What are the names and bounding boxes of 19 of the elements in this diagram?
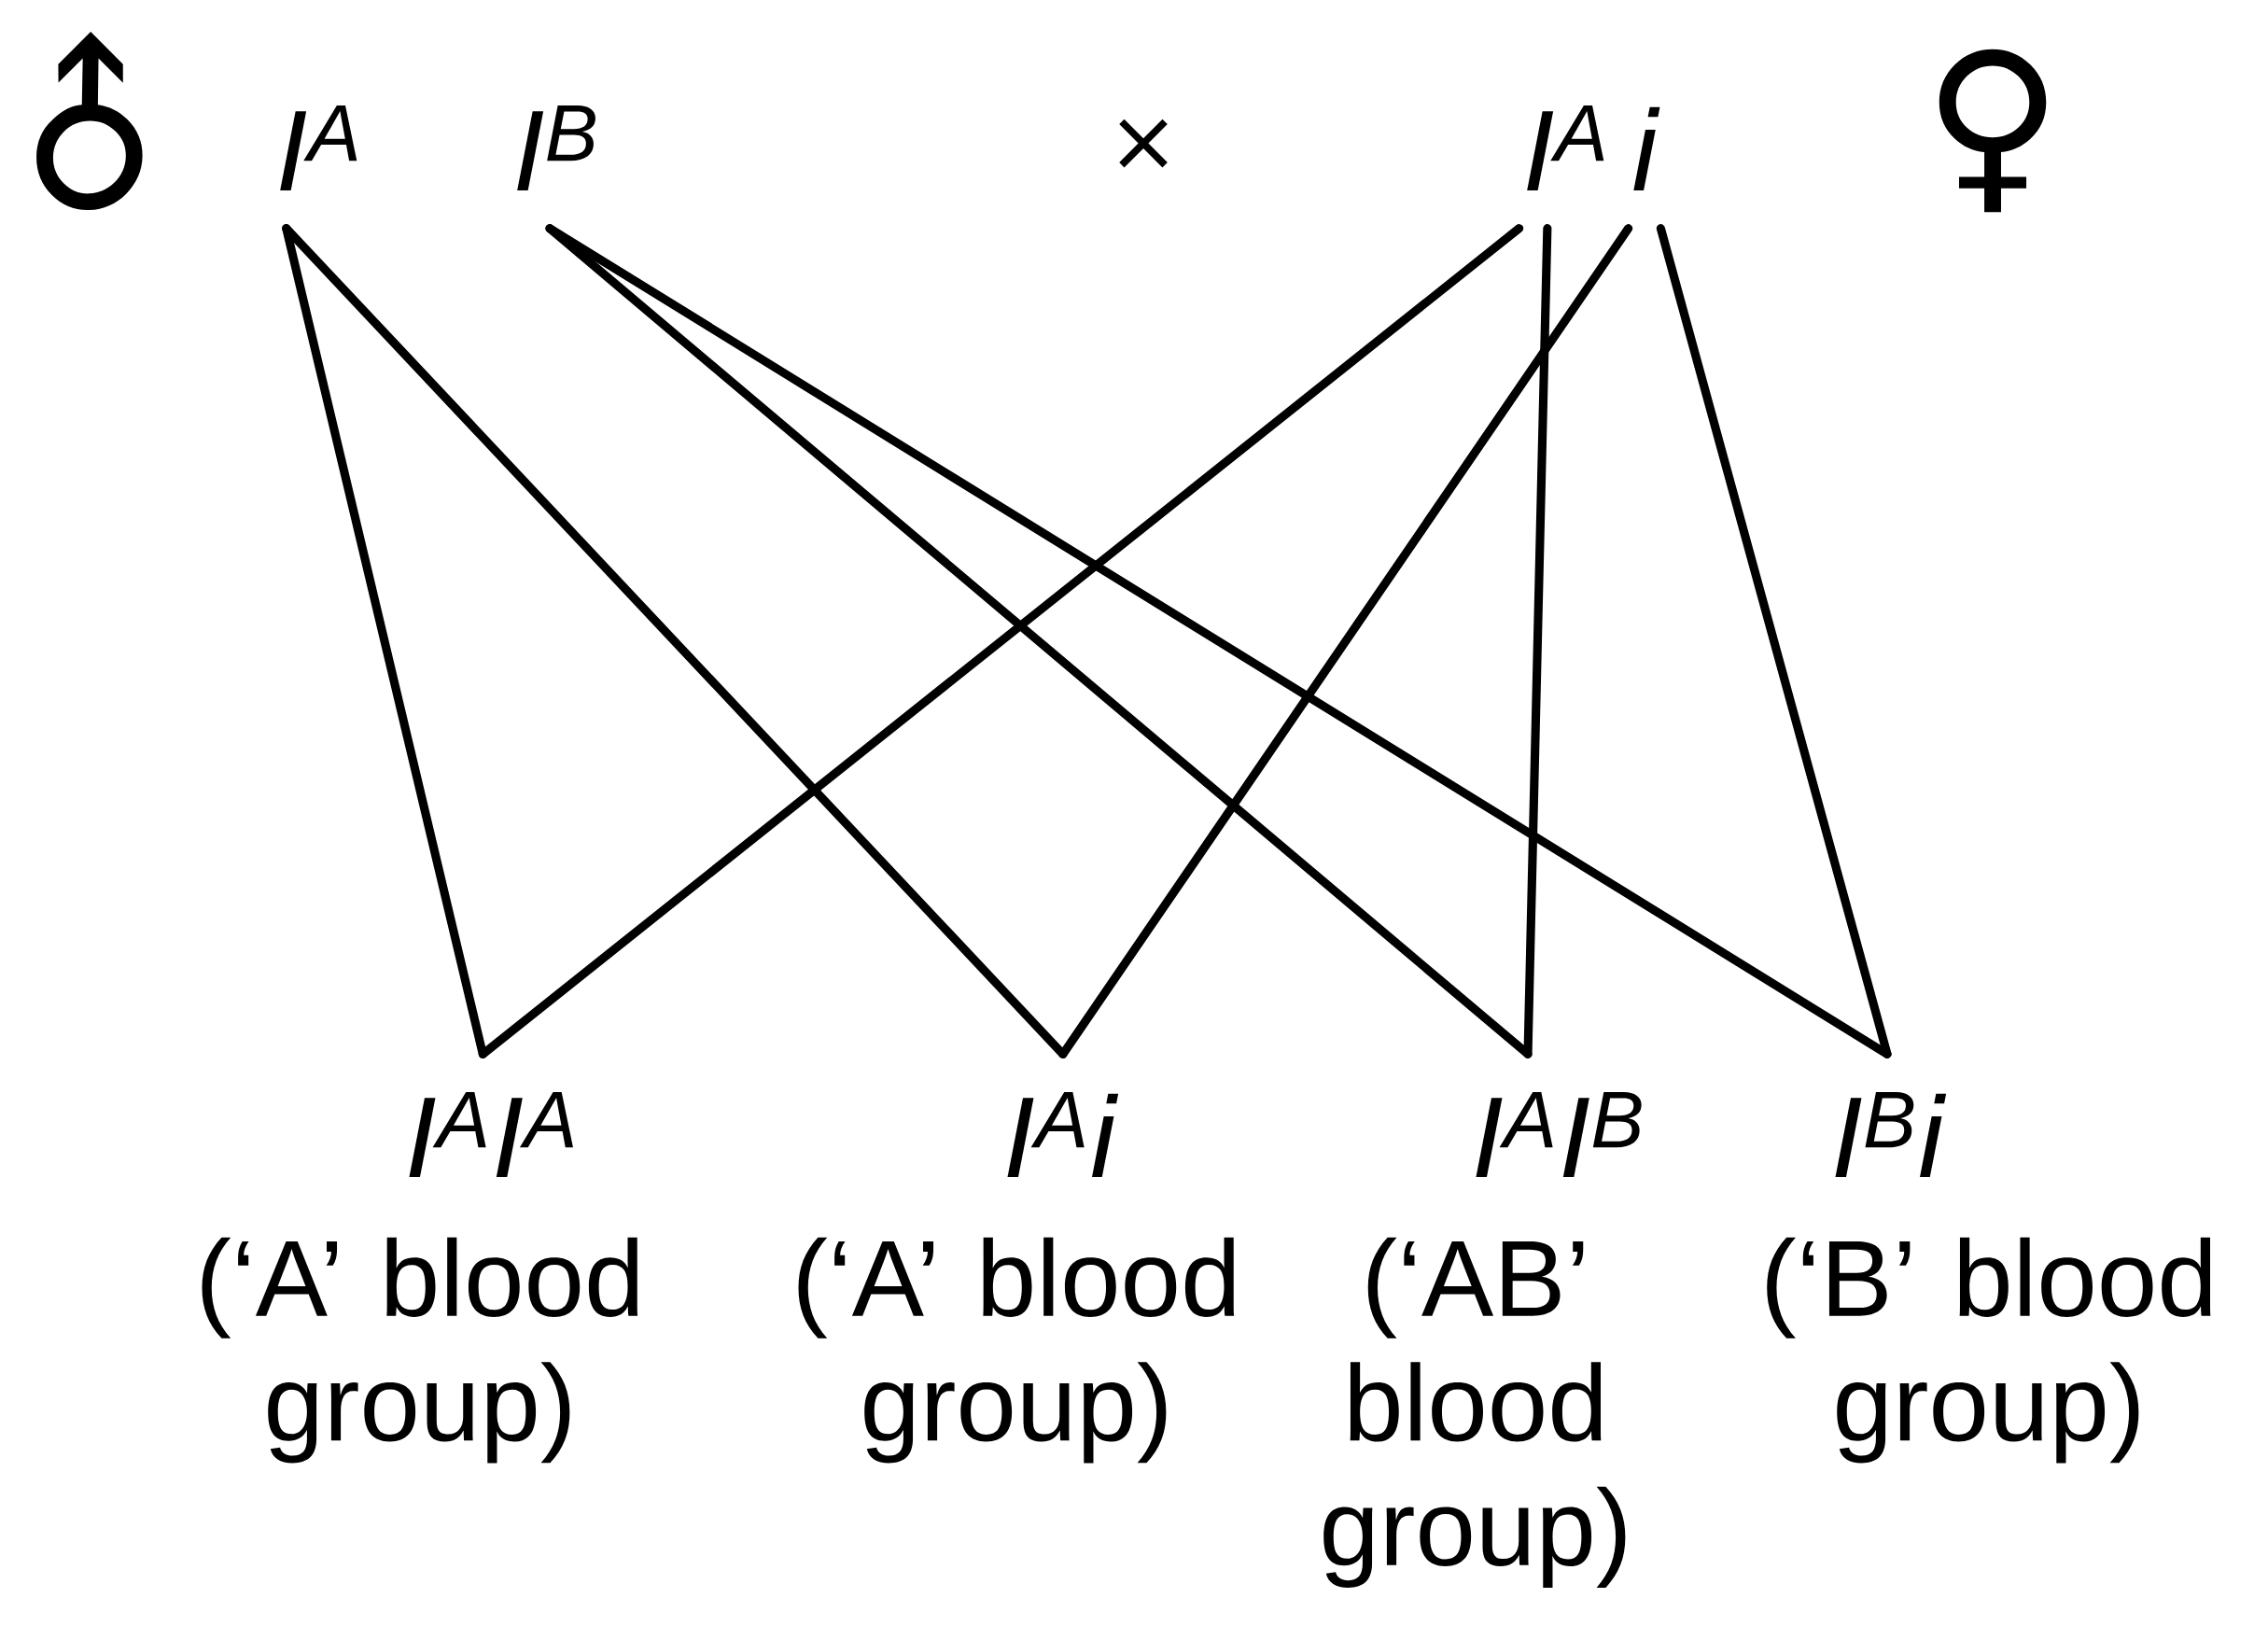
- genotype-label: I$^{A}$I$^{B}$: [1476, 1092, 1642, 1177]
- connector-line: [1058, 224, 1633, 1058]
- connector-line: [1523, 224, 1552, 1058]
- cross-sign: ×: [1119, 119, 1168, 168]
- allele-label: I$^{A}$: [1527, 105, 1604, 190]
- female-symbol: ♀: [1939, 49, 2047, 213]
- allele-label: I$^{A}$: [280, 105, 357, 190]
- blood-group-caption: (‘AB’ blood group): [1323, 1237, 1626, 1588]
- blood-group-caption: (‘B’ blood group): [1767, 1237, 2211, 1464]
- connector-line: [282, 224, 1068, 1058]
- blood-group-caption: (‘A’ blood group): [202, 1237, 638, 1464]
- blood-group-caption: (‘A’ blood group): [798, 1237, 1235, 1464]
- genotype-label: I$^{A}$I$^{A}$: [409, 1092, 573, 1177]
- connector-line: [1656, 224, 1892, 1058]
- genotype-label: I$^{A}$i: [1007, 1092, 1119, 1177]
- allele-label: I$^{B}$: [517, 105, 595, 190]
- allele-label: i: [1633, 106, 1660, 190]
- genotype-label: I$^{B}$i: [1835, 1092, 1947, 1177]
- male-symbol: ♂: [36, 32, 143, 211]
